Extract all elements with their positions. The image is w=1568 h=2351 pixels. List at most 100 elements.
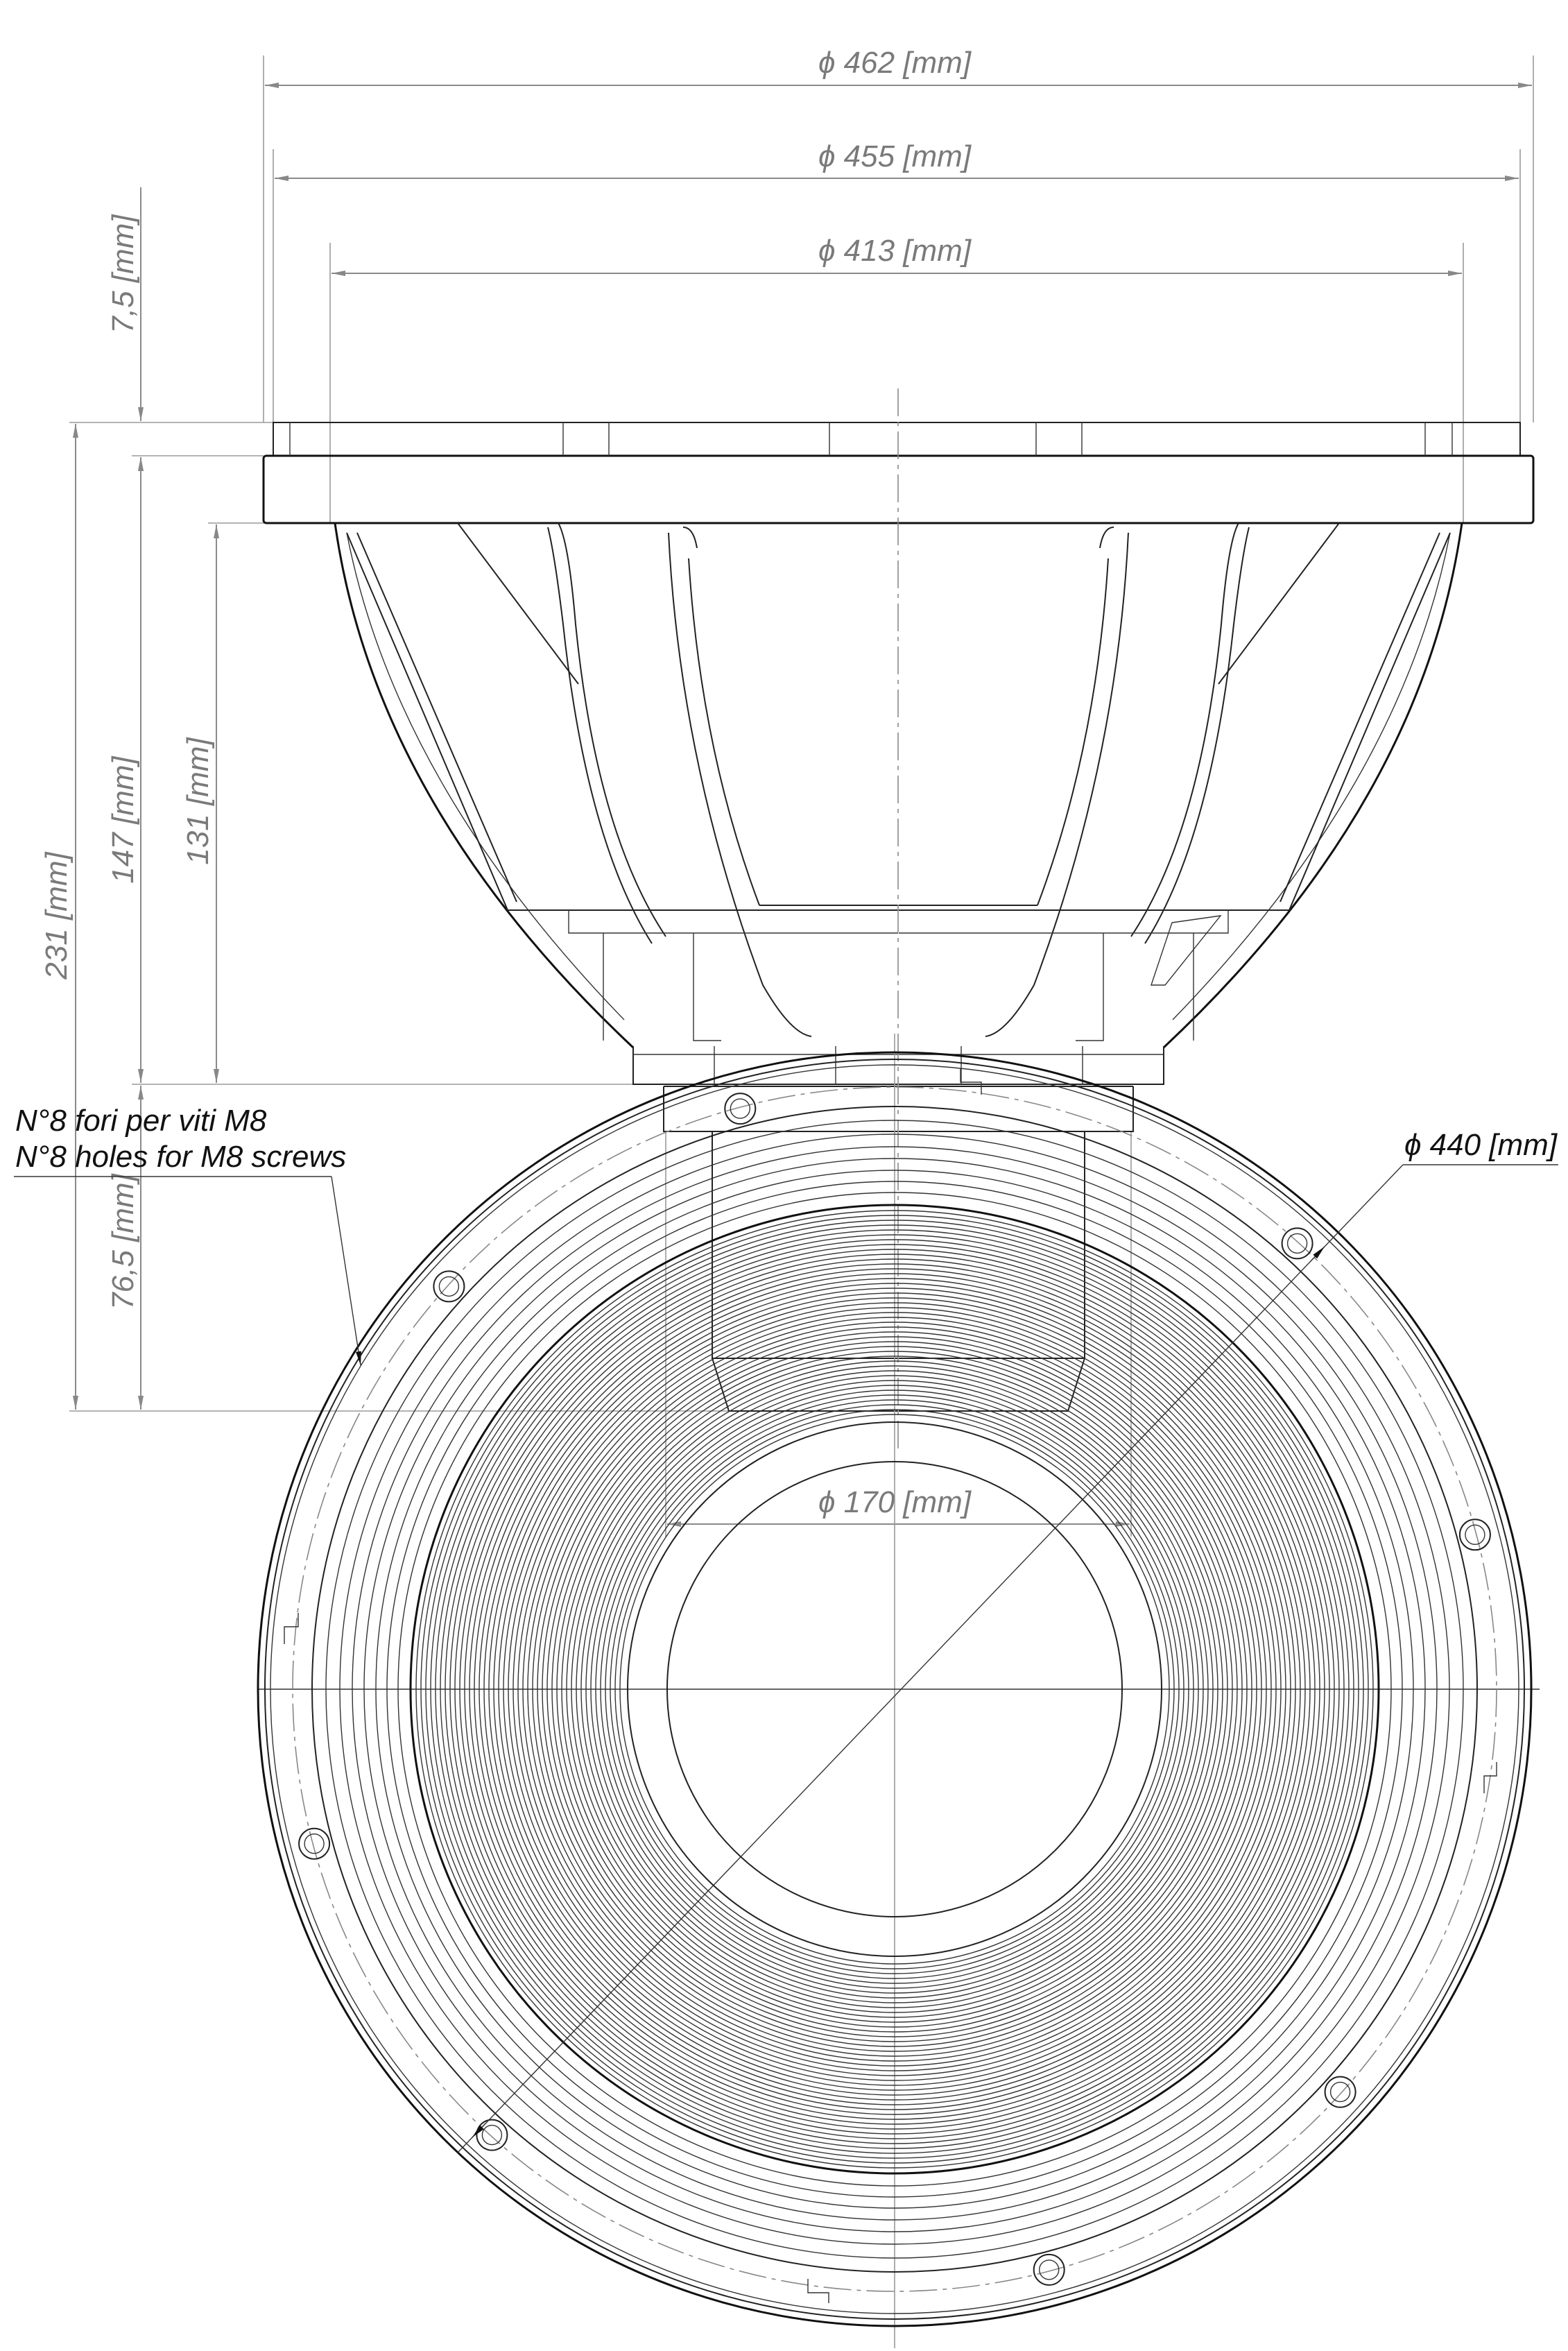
dimension-413: ϕ 413 [mm] (329, 234, 1464, 523)
mounting-hole (298, 1827, 331, 1860)
dimension-label: 231 [mm] (40, 851, 74, 980)
terminal-block (1151, 915, 1222, 986)
surround-ring (397, 1192, 1392, 2187)
hole-circle (1033, 2253, 1065, 2286)
cone-ring (508, 1302, 1282, 2076)
mounting-hole (1281, 1227, 1313, 1260)
bolt-circle (292, 1086, 1497, 2292)
dimension-label: 76,5 [mm] (106, 1172, 140, 1309)
mounting-hole (724, 1093, 757, 1125)
dimension-label: 7,5 [mm] (106, 214, 140, 334)
note-italian: N°8 fori per viti M8 (15, 1104, 267, 1138)
cone-ring (522, 1317, 1267, 2062)
dimension-455: ϕ 455 [mm] (273, 139, 1521, 422)
hole-circle (438, 1276, 460, 1297)
flange-top (273, 422, 1521, 456)
dimension-label: 147 [mm] (106, 755, 140, 884)
cone-ring (556, 1351, 1233, 2028)
front-view: ϕ 440 [mm] N°8 fori per viti M8 N°8 hole… (14, 1034, 1558, 2348)
cone-ring (420, 1215, 1369, 2164)
frame-outer-edge (257, 1051, 1533, 2327)
mounting-hole (476, 2119, 508, 2151)
cone-ring (483, 1278, 1306, 2101)
surround-ring (352, 1146, 1438, 2232)
cone-ring (537, 1331, 1252, 2047)
cone-ring (459, 1254, 1330, 2125)
hole-circle (1286, 1233, 1308, 1254)
mounting-hole (1324, 2076, 1356, 2108)
dimension-label: ϕ 455 [mm] (818, 139, 972, 173)
cone-ring (619, 1414, 1170, 1965)
hole-circle (1324, 2076, 1356, 2108)
dimension-label: ϕ 170 [mm] (818, 1485, 972, 1519)
cone-ring (566, 1360, 1223, 2018)
cone-ring (605, 1399, 1184, 1979)
surround-ring (375, 1170, 1414, 2209)
frame-edge (270, 1064, 1519, 2314)
dust-cap (666, 1461, 1123, 1917)
hole-circle (1329, 2081, 1351, 2103)
hole-circle (1465, 1524, 1485, 1546)
mounting-hole (1033, 2253, 1065, 2286)
cone-outer-edge (409, 1204, 1380, 2175)
cone-ring (469, 1263, 1320, 2115)
dimension-231: 231 [mm] (40, 424, 78, 1410)
gasket-ring (311, 1106, 1478, 2273)
hole-circle (1038, 2259, 1060, 2280)
cone-ring (532, 1326, 1257, 2052)
hole-circle (481, 2124, 503, 2146)
cone-ring (517, 1312, 1272, 2067)
cone-ring (585, 1380, 1204, 1999)
cone-ring (440, 1234, 1350, 2144)
cone-ring (454, 1249, 1335, 2130)
cone-ring (498, 1292, 1291, 2086)
hole-circle (730, 1098, 751, 1119)
cone-ring (614, 1409, 1175, 1969)
cone-ring (571, 1365, 1218, 2013)
dimension-label: ϕ 462 [mm] (818, 46, 972, 80)
cone-ring (479, 1273, 1311, 2105)
cone-ring (503, 1297, 1286, 2081)
cone-ring (576, 1370, 1214, 2008)
cone-ring (493, 1288, 1296, 2091)
dimension-131: 131 [mm] (181, 524, 219, 1083)
dimension-440: ϕ 440 [mm] (457, 1128, 1558, 2153)
dimension-label: 131 [mm] (181, 737, 215, 865)
dimension-147: 147 [mm] (106, 457, 144, 1083)
dimension-label: ϕ 413 [mm] (818, 234, 972, 268)
surround-ring (325, 1120, 1464, 2259)
hole-circle (433, 1270, 465, 1303)
dimension-7-5: 7,5 [mm] (106, 187, 144, 486)
cone-ring (546, 1341, 1243, 2037)
dimension-76-5: 76,5 [mm] (106, 1086, 144, 1410)
cone-ring (542, 1336, 1248, 2042)
surround-ring (386, 1181, 1403, 2198)
cone-ring (435, 1229, 1354, 2149)
cone-ring (580, 1375, 1209, 2003)
cone-ring (449, 1244, 1340, 2135)
cone-ring (488, 1283, 1301, 2096)
cone-ring (474, 1268, 1316, 2110)
cone-ring (425, 1220, 1364, 2159)
cone-ring (527, 1322, 1262, 2057)
surround-ring (339, 1134, 1450, 2245)
dimension-462: ϕ 462 [mm] (263, 46, 1534, 422)
cone-inner-edge (627, 1421, 1162, 1957)
cone-ring (595, 1390, 1194, 1989)
cone-ring (464, 1258, 1325, 2120)
cone-ring (610, 1404, 1180, 1974)
hole-circle (304, 1833, 325, 1854)
speaker-side-profile (262, 388, 1535, 1450)
note-english: N°8 holes for M8 screws (15, 1140, 346, 1174)
cone-ring (600, 1394, 1189, 1984)
mounting-hole (433, 1270, 465, 1303)
holes-note: N°8 fori per viti M8 N°8 holes for M8 sc… (14, 1104, 361, 1366)
mounting-hole (1458, 1519, 1491, 1551)
cone-ring (415, 1210, 1374, 2169)
dimension-label: ϕ 440 [mm] (1404, 1128, 1558, 1162)
basket-left-half (334, 522, 898, 1412)
cone-ring (590, 1385, 1199, 1994)
surround-ring (363, 1158, 1426, 2221)
flange-notches (284, 1068, 1497, 2303)
